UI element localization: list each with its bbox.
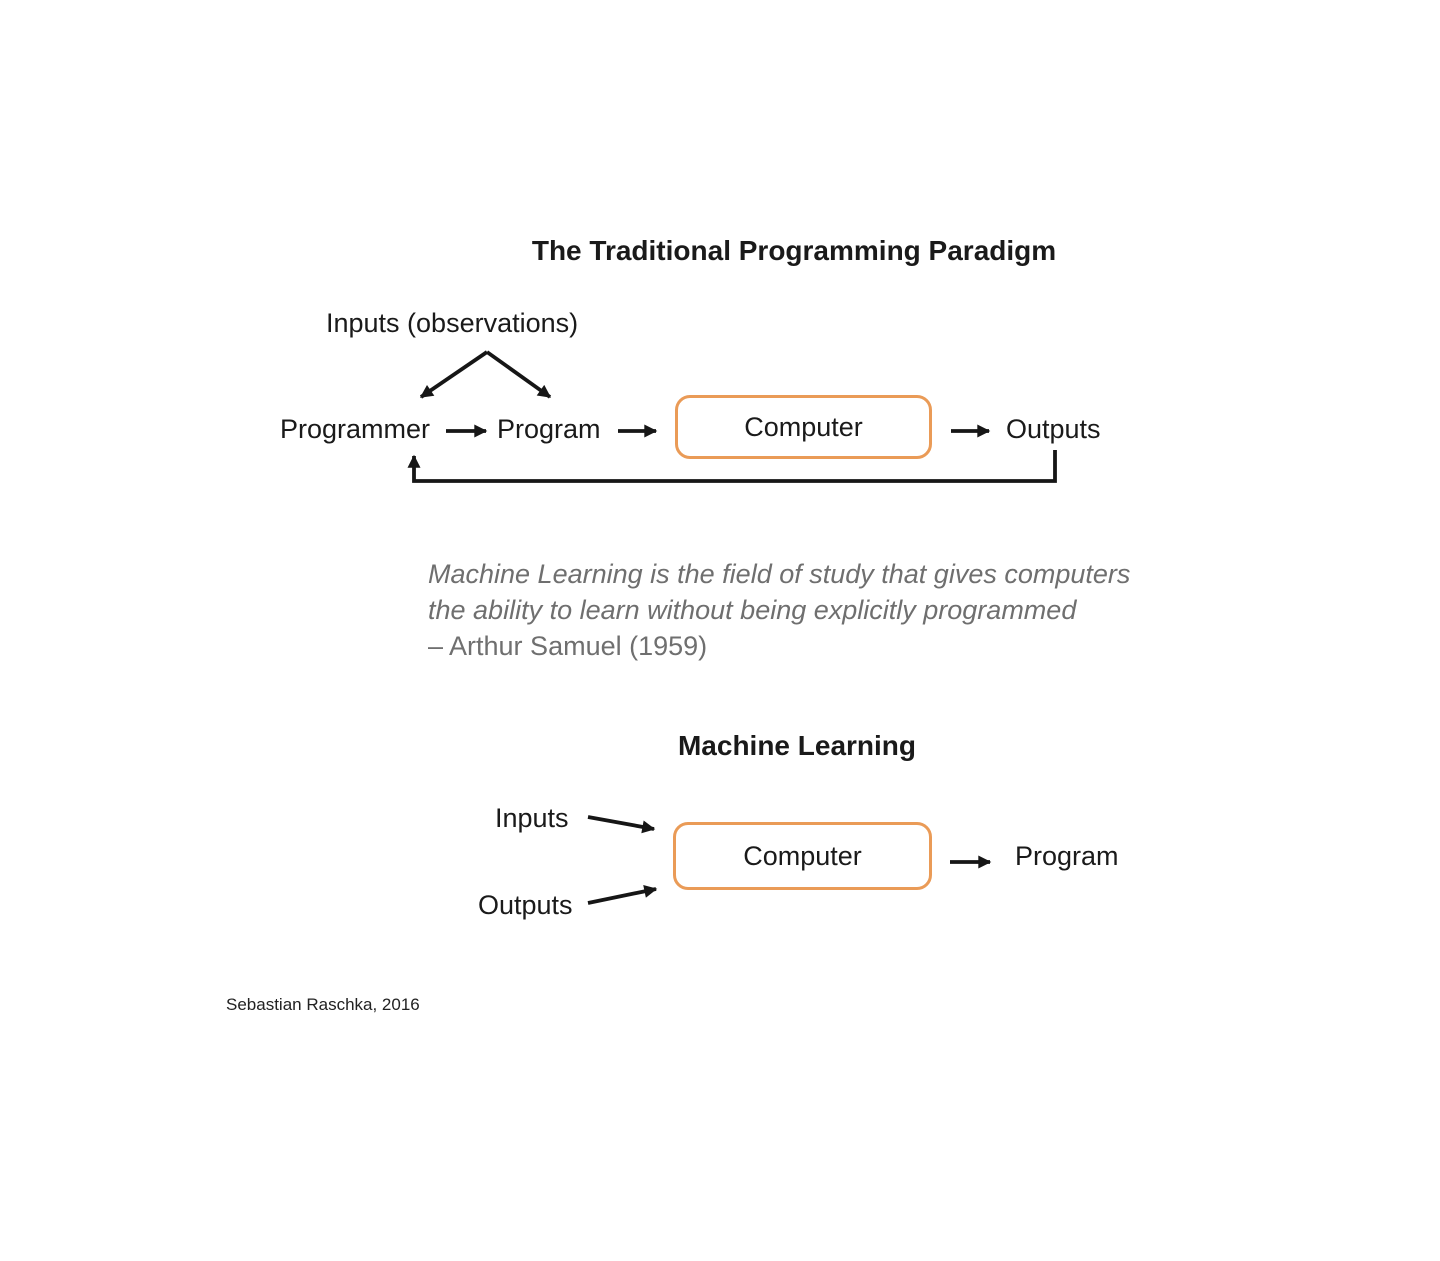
quote-line-2: the ability to learn without being expli… xyxy=(428,595,1077,625)
traditional-paradigm-title: The Traditional Programming Paradigm xyxy=(531,235,1057,266)
traditional-computer-box: Computer xyxy=(675,395,932,459)
quote-line-1: Machine Learning is the field of study t… xyxy=(428,559,1131,589)
arrow-outputs-feedback-to-programmer xyxy=(407,450,1057,483)
arrow-ml-outputs-to-computer xyxy=(587,884,658,905)
arrow-ml-inputs-to-computer xyxy=(587,815,656,834)
credit-text: Sebastian Raschka, 2016 xyxy=(226,995,420,1014)
arrow-inputs-to-program xyxy=(485,350,552,399)
ml-inputs-label: Inputs xyxy=(495,803,569,833)
ml-computer-label: Computer xyxy=(743,840,862,871)
arrow-inputs-to-programmer xyxy=(419,350,489,399)
samuel-quote: Machine Learning is the field of study t… xyxy=(428,556,1130,664)
traditional-computer-label: Computer xyxy=(744,411,863,442)
traditional-outputs-label: Outputs xyxy=(1006,414,1101,444)
ml-computer-box: Computer xyxy=(673,822,932,890)
machine-learning-title: Machine Learning xyxy=(677,730,917,761)
traditional-inputs-label: Inputs (observations) xyxy=(326,308,579,338)
ml-outputs-label: Outputs xyxy=(478,890,573,920)
quote-attribution: – Arthur Samuel (1959) xyxy=(428,631,708,661)
traditional-program-label: Program xyxy=(497,414,601,444)
ml-program-label: Program xyxy=(1015,841,1119,871)
traditional-programmer-label: Programmer xyxy=(280,414,431,444)
